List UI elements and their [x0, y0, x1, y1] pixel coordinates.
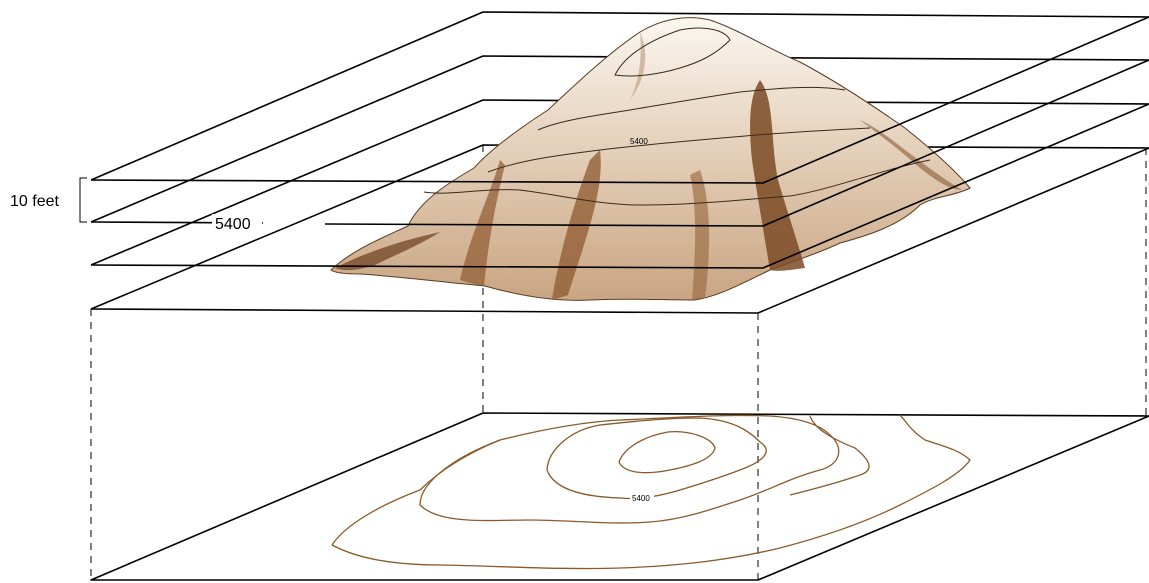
interval-bracket [80, 178, 87, 222]
map-plane [91, 413, 1149, 580]
contour-map [332, 415, 970, 569]
map-contour-label-5400: 5400 [632, 494, 650, 503]
hill-illustration [331, 18, 970, 301]
hill-contour-label-5400: 5400 [630, 137, 648, 146]
interval-label: 10 feet [10, 193, 59, 210]
elevation-label-5400: 5400 [215, 216, 251, 233]
